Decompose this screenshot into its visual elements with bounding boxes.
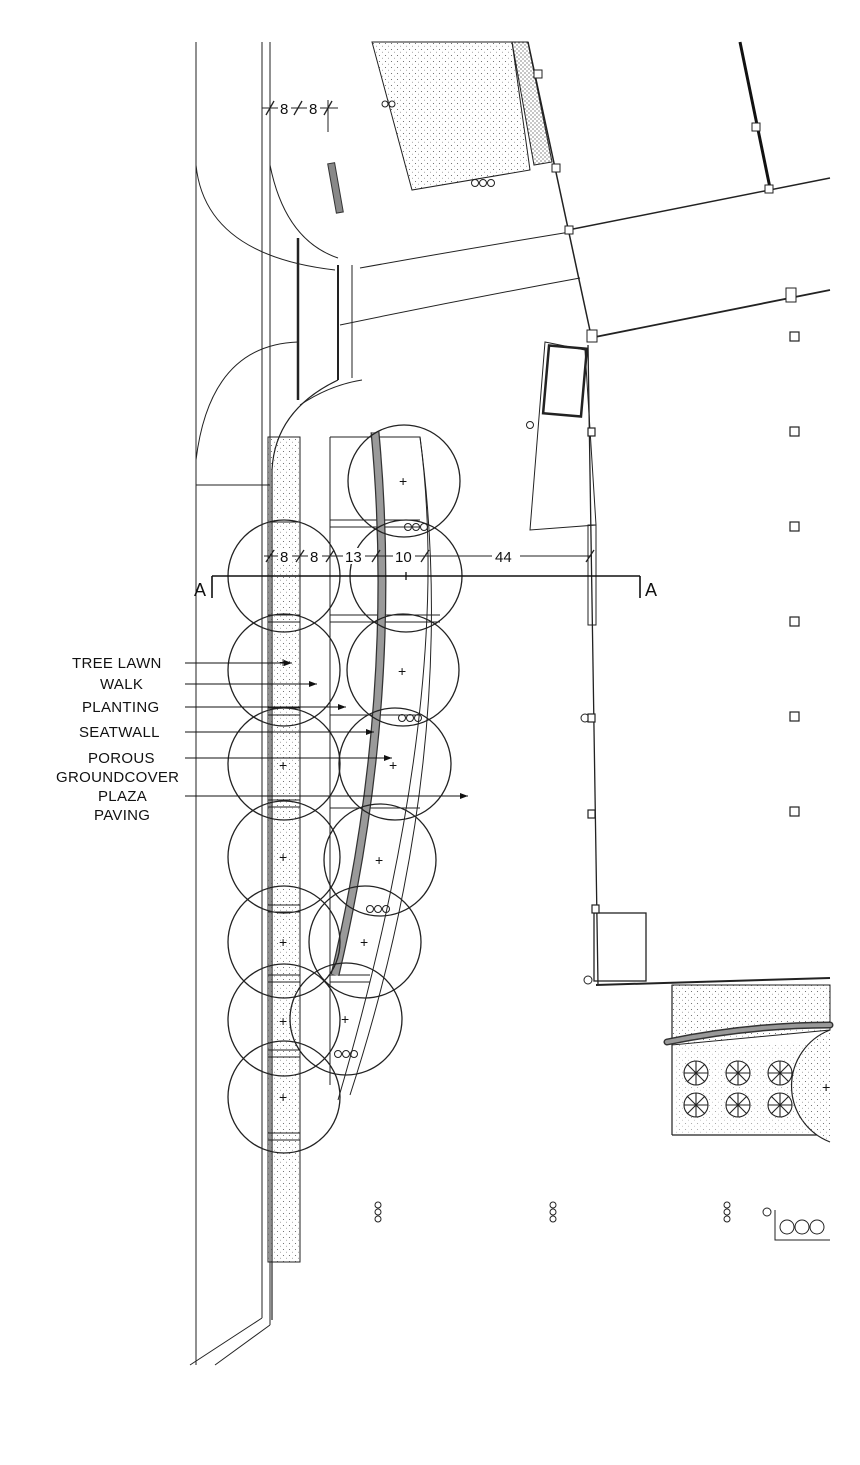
svg-text:+: + <box>279 757 287 773</box>
dim-section-4: 10 <box>395 549 412 566</box>
label-tree-lawn: TREE LAWN <box>72 655 162 672</box>
section-cut-line: A A <box>194 572 657 600</box>
callout-leaders <box>185 660 468 799</box>
column-markers <box>587 331 800 914</box>
building-footprint-east <box>529 341 831 986</box>
label-planting: PLANTING <box>82 699 159 716</box>
dim-top-2: 8 <box>309 101 317 118</box>
curb-band <box>296 231 581 400</box>
svg-text:+: + <box>375 852 383 868</box>
label-porous: POROUS <box>88 750 155 767</box>
dim-section-5: 44 <box>495 549 512 566</box>
parking-stall-marker <box>327 162 344 214</box>
section-marker-left: A <box>194 580 206 600</box>
plaza-planter: + <box>663 984 834 1143</box>
svg-text:+: + <box>360 934 368 950</box>
dim-section-3: 13 <box>345 549 362 566</box>
dim-top-1: 8 <box>280 101 288 118</box>
section-dimension-string: 8 8 13 10 44 <box>264 548 595 566</box>
label-seatwall: SEATWALL <box>79 724 160 741</box>
bench-seating <box>774 1210 830 1241</box>
tree-lawn-strip <box>267 436 301 1263</box>
svg-text:+: + <box>341 1011 349 1027</box>
label-paving: PAVING <box>94 807 150 824</box>
dim-section-1: 8 <box>280 549 288 566</box>
label-plaza: PLAZA <box>98 788 147 805</box>
svg-text:+: + <box>398 663 406 679</box>
callout-labels: TREE LAWN WALK PLANTING SEATWALL POROUS … <box>56 655 179 824</box>
svg-text:+: + <box>279 934 287 950</box>
section-marker-right: A <box>645 580 657 600</box>
svg-text:+: + <box>399 473 407 489</box>
svg-text:+: + <box>279 1089 287 1105</box>
label-groundcover: GROUNDCOVER <box>56 769 179 786</box>
tree-center-marks: + + + + + + + + + + + + <box>279 473 407 1105</box>
svg-text:+: + <box>389 757 397 773</box>
shrub-grid <box>683 1060 793 1118</box>
bollard-clusters <box>334 100 772 1223</box>
label-walk: WALK <box>100 676 143 693</box>
svg-text:+: + <box>279 849 287 865</box>
svg-text:+: + <box>279 654 287 670</box>
svg-text:+: + <box>822 1079 830 1095</box>
tree-canopies <box>227 424 463 1154</box>
building-footprint-north <box>371 41 831 343</box>
svg-text:+: + <box>279 1013 287 1029</box>
top-dimension-string: 8 8 <box>262 100 338 132</box>
dim-section-2: 8 <box>310 549 318 566</box>
